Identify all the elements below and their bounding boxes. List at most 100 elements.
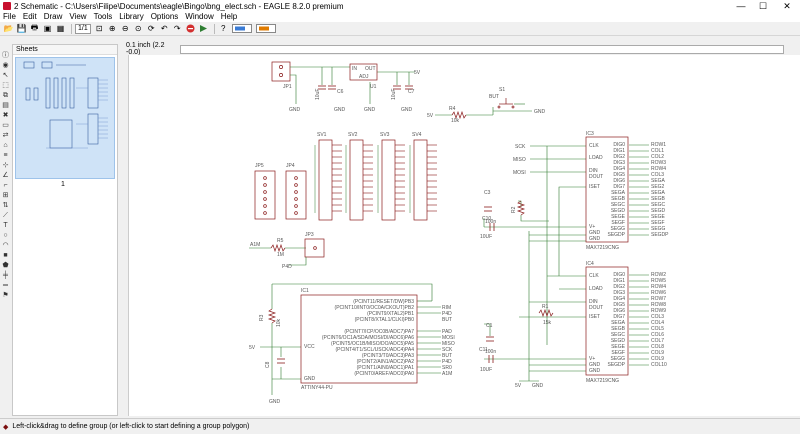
fusion-sync-icon[interactable] — [255, 23, 277, 34]
board-icon[interactable]: ▦ — [56, 24, 65, 33]
c7-label: C7 — [408, 89, 415, 95]
c8-cap — [277, 358, 285, 364]
wire-icon[interactable]: ⟋ — [3, 212, 8, 219]
sheet-thumbnail[interactable] — [15, 57, 115, 179]
bus-icon[interactable]: ═ — [3, 282, 8, 289]
ic4-pin-dig6: DIG6 — [613, 308, 625, 314]
value-icon[interactable]: ⌂ — [3, 142, 8, 149]
ic1-net-miso: MISO — [442, 341, 455, 347]
sheet-selector[interactable]: 1/1 — [75, 23, 91, 34]
ic4-net-7: COL3 — [651, 314, 664, 320]
ic1-pin-pb1: (PCINT9/XTAL2)PB1 — [367, 311, 414, 317]
info-icon[interactable]: ⓘ — [2, 52, 9, 59]
ic3-net-0: ROW1 — [651, 142, 666, 148]
design-link-icon[interactable] — [231, 23, 253, 34]
zoom-select-icon[interactable]: ⊙ — [134, 24, 142, 33]
ic4-net-6: ROW9 — [651, 308, 666, 314]
undo-icon[interactable]: ↶ — [160, 24, 168, 33]
r4-resistor — [451, 110, 467, 120]
delete-icon[interactable]: ✖ — [2, 112, 9, 119]
menu-draw[interactable]: Draw — [43, 12, 63, 21]
close-button[interactable]: ✕ — [783, 1, 791, 11]
rect-icon[interactable]: ■ — [3, 252, 8, 259]
replace-icon[interactable]: ⇄ — [2, 132, 9, 139]
ic4-body — [585, 266, 629, 376]
split-icon[interactable]: ∠ — [2, 172, 9, 179]
save-icon[interactable]: 💾 — [16, 24, 27, 33]
minimize-button[interactable]: — — [736, 1, 746, 11]
ic1-net-but-2: BUT — [442, 353, 452, 359]
ic4-pin-segd: SEGD — [611, 338, 626, 344]
go-icon[interactable] — [198, 23, 209, 34]
help-icon[interactable]: ? — [221, 24, 226, 33]
zoom-in-icon[interactable]: ⊕ — [108, 24, 116, 33]
ic4-pin-segf: SEGF — [611, 350, 625, 356]
gateswap-icon[interactable]: ⇅ — [2, 202, 9, 209]
print-icon[interactable]: 🖶 — [30, 22, 39, 32]
zoom-fit-icon[interactable]: ⊡ — [95, 24, 103, 33]
jp5-jp4-parts — [254, 170, 307, 220]
r5-net-label: A1M — [250, 242, 260, 248]
select-arrow-icon[interactable]: ↖ — [2, 72, 9, 79]
ic3-net-11: SEGD — [651, 208, 666, 214]
ic1-pin-pb0: (PCINT8/XTAL1/CLKI)PB0 — [355, 317, 415, 323]
ic4-net-labels: ROW2 ROW5 ROW4 ROW6 ROW7 ROW8 ROW9 COL3 … — [651, 272, 667, 368]
redraw-icon[interactable]: ⟳ — [147, 24, 155, 33]
command-input[interactable] — [180, 44, 784, 54]
ic1-pin-pa0: (PCINT0/AREF/ADC0)PA0 — [354, 371, 414, 377]
ic4-gnd-label: GND — [532, 383, 544, 389]
schematic-canvas[interactable]: JP1 IN OUT ADJ U1 5V 10uF C6 — [128, 55, 800, 416]
r4-label: R4 — [449, 106, 456, 112]
net-icon[interactable]: ╪ — [3, 272, 8, 279]
circle-icon[interactable]: ○ — [3, 232, 8, 239]
c11-label: C11 — [479, 347, 488, 353]
ic3-pin-dig1: DIG1 — [613, 148, 625, 154]
menu-window[interactable]: Window — [185, 12, 214, 21]
ic4-pin-din: DIN — [589, 299, 598, 305]
paste-icon[interactable]: ▤ — [2, 102, 9, 109]
s1-switch — [497, 98, 515, 109]
copy-icon[interactable]: ⧉ — [3, 92, 8, 99]
command-bar: 0.1 inch (2.2 -0.0) — [118, 42, 800, 56]
command-toolbar: ⓘ ◉ ↖ ⬚ ⧉ ▤ ✖ ▭ ⇄ ⌂ ≡ ⊹ ∠ ⌐ ⊞ ⇅ ⟋ T ○ ◠ … — [0, 44, 12, 416]
miter-icon[interactable]: ⌐ — [3, 182, 8, 189]
show-icon[interactable]: ◉ — [2, 62, 9, 69]
invoke-icon[interactable]: ⊞ — [2, 192, 9, 199]
menu-options[interactable]: Options — [150, 12, 179, 21]
cam-icon[interactable]: ▣ — [43, 24, 52, 33]
add-part-icon[interactable]: ▭ — [2, 122, 9, 129]
u1-label: U1 — [370, 84, 377, 90]
ic3-pin-segd: SEGD — [611, 208, 626, 214]
ic1-net-mosi: MOSI — [442, 335, 455, 341]
arc-icon[interactable]: ◠ — [2, 242, 9, 249]
menu-help[interactable]: Help — [220, 12, 238, 21]
name-icon[interactable]: ≡ — [3, 152, 8, 159]
zoom-out-icon[interactable]: ⊖ — [121, 24, 129, 33]
ic4-right-pins: DIG0 DIG1 DIG2 DIG3 DIG4 DIG5 DIG6 DIG7 … — [607, 272, 625, 368]
ic4-pin-segdp: SEGDP — [607, 362, 625, 368]
stop-icon[interactable] — [185, 23, 196, 34]
sv1-label: SV1 — [317, 132, 327, 138]
ic4-pin-load: LOAD — [589, 286, 603, 292]
text-icon[interactable]: T — [3, 222, 8, 229]
menu-library[interactable]: Library — [119, 12, 144, 21]
menu-tools[interactable]: Tools — [93, 12, 113, 21]
smash-icon[interactable]: ⊹ — [2, 162, 9, 169]
menu-file[interactable]: File — [3, 12, 16, 21]
group-icon[interactable]: ⬚ — [2, 82, 9, 89]
maximize-button[interactable]: ☐ — [758, 1, 768, 11]
polygon-icon[interactable]: ⬟ — [2, 262, 9, 269]
ic3-net-13: SEGF — [651, 220, 665, 226]
r1-label: R1 — [542, 304, 549, 310]
menu-edit[interactable]: Edit — [22, 12, 37, 21]
ic1-pin-pa5: (PCINT5/OC1B/MISO/DO/ADC5)PA5 — [331, 341, 414, 347]
ic3-wires — [483, 144, 649, 381]
erc-icon[interactable]: ⚑ — [2, 292, 9, 299]
sv3-label: SV3 — [380, 132, 390, 138]
s1-gnd-label: GND — [534, 109, 546, 115]
open-icon[interactable]: 📂 — [3, 24, 14, 33]
redo-icon[interactable]: ↷ — [173, 24, 181, 33]
grid-coordinate-readout: 0.1 inch (2.2 -0.0) — [126, 42, 165, 56]
menu-view[interactable]: View — [69, 12, 87, 21]
toolbar-separator — [71, 23, 72, 34]
